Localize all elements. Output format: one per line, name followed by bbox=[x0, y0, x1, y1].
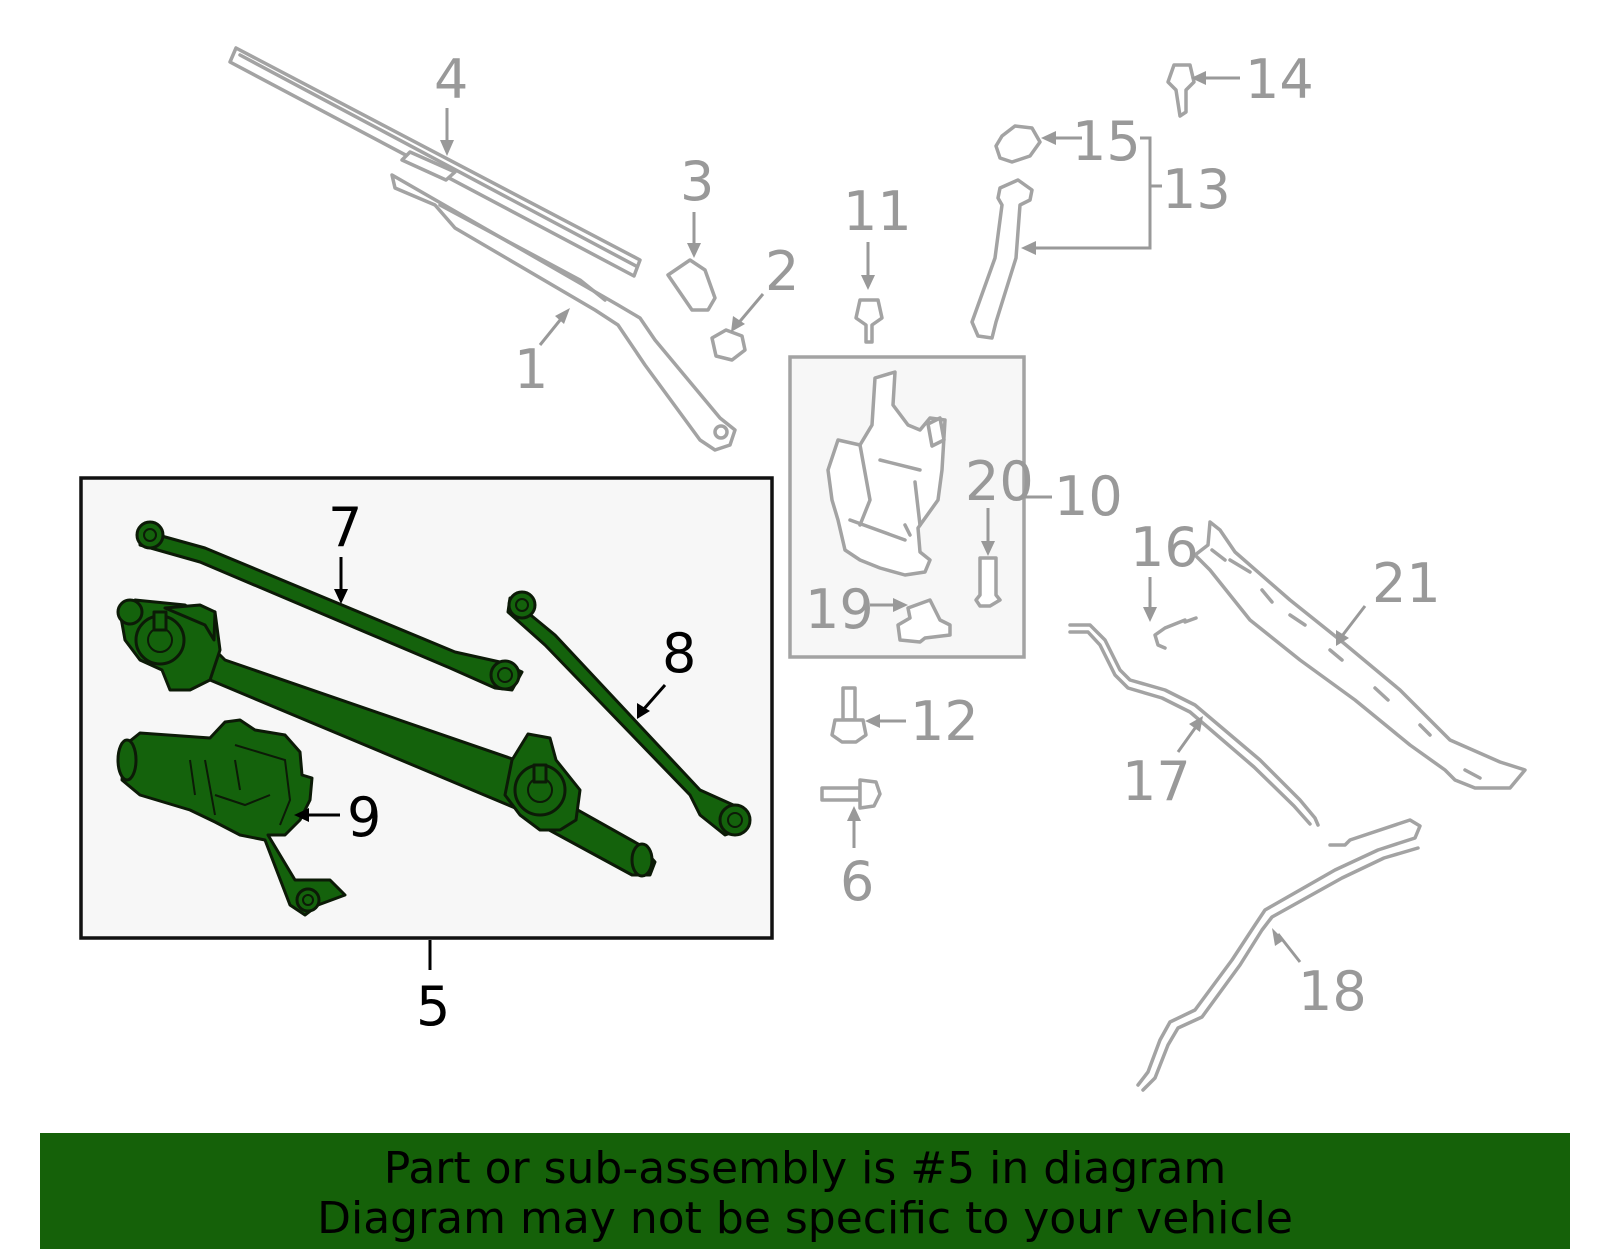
callout-18: 18 bbox=[1298, 960, 1367, 1023]
part-12-bolt[interactable] bbox=[830, 686, 868, 744]
banner-line-2: Diagram may not be specific to your vehi… bbox=[317, 1193, 1293, 1244]
part-15-filler-cap[interactable] bbox=[994, 124, 1042, 164]
callout-21: 21 bbox=[1372, 552, 1441, 615]
part-7-link-rod[interactable] bbox=[135, 520, 524, 692]
callout-9: 9 bbox=[347, 786, 381, 849]
callout-4: 4 bbox=[434, 48, 468, 111]
part-2-nut[interactable] bbox=[710, 328, 747, 362]
part-3-arm-cap[interactable] bbox=[666, 258, 717, 312]
callout-8: 8 bbox=[662, 622, 696, 685]
callout-6: 6 bbox=[840, 850, 874, 913]
part-10-washer-reservoir[interactable] bbox=[826, 370, 947, 577]
callout-7: 7 bbox=[328, 496, 362, 559]
callout-17: 17 bbox=[1122, 750, 1191, 813]
callout-10: 10 bbox=[1054, 465, 1123, 528]
callout-15: 15 bbox=[1072, 110, 1141, 173]
part-18-washer-hose[interactable] bbox=[1136, 818, 1422, 1092]
callout-12: 12 bbox=[910, 690, 979, 753]
part-17-washer-hose[interactable] bbox=[1068, 623, 1320, 827]
part-9-wiper-motor[interactable] bbox=[116, 718, 347, 917]
callout-3: 3 bbox=[680, 150, 714, 213]
part-13-filler-neck[interactable] bbox=[970, 178, 1034, 340]
callout-1: 1 bbox=[514, 338, 548, 401]
callout-11: 11 bbox=[843, 180, 912, 243]
part-1-wiper-arm[interactable] bbox=[390, 173, 737, 452]
part-20-pump-grommet[interactable] bbox=[974, 556, 1002, 608]
part-21-cowl-seal[interactable] bbox=[1193, 520, 1527, 790]
part-19-washer-pump[interactable] bbox=[896, 598, 952, 644]
callout-14: 14 bbox=[1245, 48, 1314, 111]
callout-5: 5 bbox=[416, 975, 450, 1038]
info-banner: Part or sub-assembly is #5 in diagram Di… bbox=[40, 1133, 1570, 1249]
part-11-clip[interactable] bbox=[854, 298, 884, 344]
part-16-washer-hose[interactable] bbox=[1153, 616, 1198, 650]
callout-19: 19 bbox=[805, 578, 874, 641]
callout-20: 20 bbox=[965, 450, 1034, 513]
callout-2: 2 bbox=[765, 240, 799, 303]
part-14-clip[interactable] bbox=[1166, 63, 1196, 118]
callout-16: 16 bbox=[1130, 516, 1199, 579]
main-linkage-pivot[interactable] bbox=[116, 598, 657, 878]
leader-lines bbox=[294, 71, 1367, 970]
callout-13: 13 bbox=[1162, 158, 1231, 221]
part-4-wiper-blade[interactable] bbox=[228, 46, 642, 278]
part-6-bolt[interactable] bbox=[820, 778, 882, 810]
part-8-link-rod[interactable] bbox=[506, 590, 752, 837]
banner-line-1: Part or sub-assembly is #5 in diagram bbox=[383, 1143, 1227, 1194]
